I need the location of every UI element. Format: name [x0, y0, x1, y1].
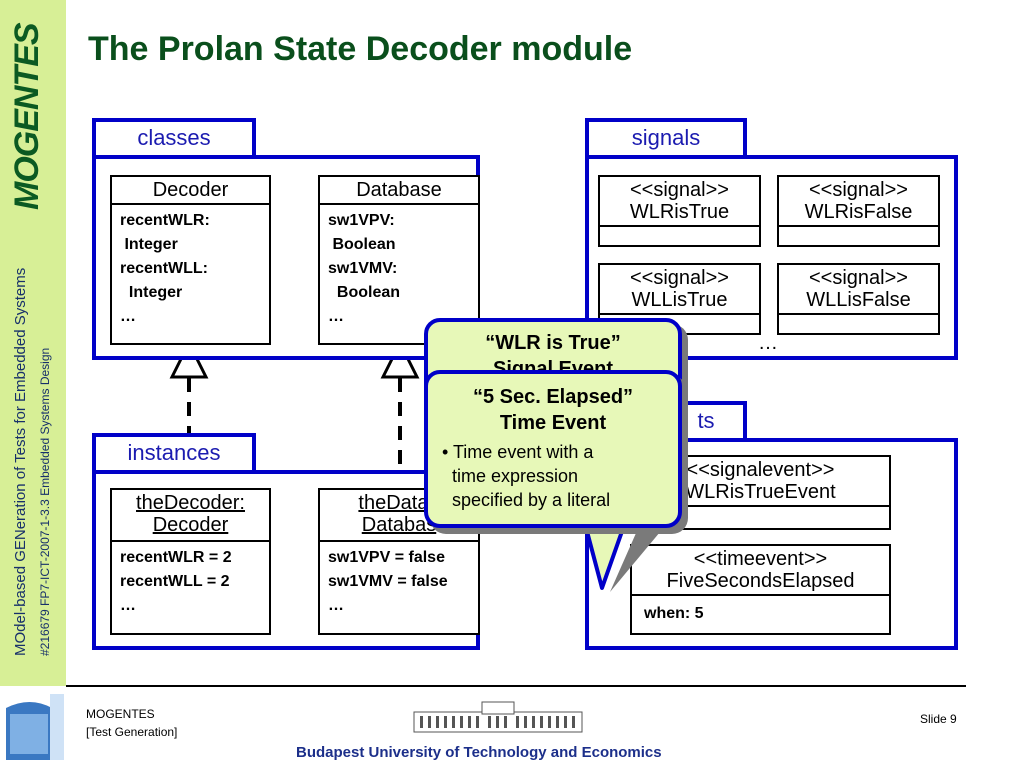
- university-building-logo: [413, 701, 583, 733]
- signal-stereotype: <<signal>>: [630, 267, 729, 289]
- instance-database-type: Databas: [361, 514, 437, 536]
- footer-left: MOGENTES [Test Generation]: [86, 705, 177, 741]
- instances-tab: instances: [92, 433, 256, 474]
- signal-name: WLRisFalse: [804, 201, 913, 223]
- class-decoder-attrs: recentWLR: Integer recentWLL: Integer …: [120, 212, 210, 325]
- classes-tab: classes: [92, 118, 256, 159]
- signal-wlrisfalse-header: <<signal>> WLRisFalse: [779, 177, 938, 227]
- time-event-stereotype: <<timeevent>>: [693, 548, 828, 570]
- callout-pointer: [582, 520, 670, 592]
- signal-wllisfalse-header: <<signal>> WLLisFalse: [779, 265, 938, 315]
- instance-decoder-header: theDecoder: Decoder: [112, 490, 269, 542]
- signals-tab: signals: [585, 118, 747, 159]
- footer-section: [Test Generation]: [86, 725, 178, 739]
- signal-stereotype: <<signal>>: [809, 179, 908, 201]
- time-event-attr: when: 5: [644, 605, 704, 622]
- time-event-box: <<timeevent>> FiveSecondsElapsed when: 5: [630, 544, 891, 635]
- class-database-name: Database: [320, 177, 478, 205]
- events-tab-label: ts: [697, 408, 715, 433]
- instance-decoder-type: Decoder: [152, 514, 229, 536]
- instance-database-slots: sw1VPV = false sw1VMV = false …: [328, 549, 448, 614]
- fp7-logo: [6, 694, 64, 760]
- footer-divider: [66, 685, 966, 687]
- university-name: Budapest University of Technology and Ec…: [296, 744, 662, 761]
- signal-stereotype: <<signal>>: [630, 179, 729, 201]
- callout-time-event-bullet: • Time event with a time expression spec…: [442, 442, 611, 510]
- callout-time-event-title: “5 Sec. Elapsed”: [472, 386, 634, 408]
- signal-wlristrue-header: <<signal>> WLRisTrue: [600, 177, 759, 227]
- class-database: Database sw1VPV: Boolean sw1VMV: Boolean…: [318, 175, 480, 345]
- callout-signal-event-title: “WLR is True”: [485, 332, 621, 354]
- time-event-name: FiveSecondsElapsed: [666, 570, 855, 592]
- slide-title: The Prolan State Decoder module: [88, 30, 633, 68]
- sidebar: MOGENTES MOdel-based GENeration of Tests…: [0, 0, 66, 686]
- signals-ellipsis: …: [758, 332, 778, 354]
- callout-time-event: “5 Sec. Elapsed” Time Event • Time event…: [424, 370, 682, 528]
- class-database-attrs: sw1VPV: Boolean sw1VMV: Boolean …: [328, 212, 401, 325]
- signal-name: WLLisTrue: [631, 289, 728, 311]
- instance-decoder: theDecoder: Decoder recentWLR = 2 recent…: [110, 488, 271, 635]
- instance-decoder-name: theDecoder:: [136, 492, 245, 514]
- instance-of-database-triangle: [380, 339, 420, 379]
- signal-name: WLLisFalse: [806, 289, 911, 311]
- callout-time-event-subtitle: Time Event: [499, 412, 607, 434]
- slide-number: Slide 9: [920, 712, 957, 726]
- signal-wlristrue: <<signal>> WLRisTrue: [598, 175, 761, 247]
- instance-database-header: theDatab Databas: [320, 490, 478, 542]
- signal-wllistrue-header: <<signal>> WLLisTrue: [600, 265, 759, 315]
- instance-of-decoder-triangle: [169, 339, 209, 379]
- signal-name: WLRisTrue: [629, 201, 730, 223]
- footer-project: MOGENTES: [86, 707, 155, 721]
- signal-wllisfalse: <<signal>> WLLisFalse: [777, 263, 940, 335]
- class-decoder-name: Decoder: [112, 177, 269, 205]
- signal-stereotype: <<signal>>: [809, 267, 908, 289]
- signal-event-stereotype: <<signalevent>>: [686, 459, 835, 481]
- instance-decoder-slots: recentWLR = 2 recentWLL = 2 …: [120, 549, 232, 614]
- time-event-header: <<timeevent>> FiveSecondsElapsed: [632, 546, 889, 596]
- signal-wlrisfalse: <<signal>> WLRisFalse: [777, 175, 940, 247]
- signal-event-header: <<signalevent>> WLRisTrueEvent: [632, 457, 889, 507]
- class-decoder: Decoder recentWLR: Integer recentWLL: In…: [110, 175, 271, 345]
- signal-event-name: WLRisTrueEvent: [685, 481, 836, 503]
- instance-database-name: theDatab: [358, 492, 440, 514]
